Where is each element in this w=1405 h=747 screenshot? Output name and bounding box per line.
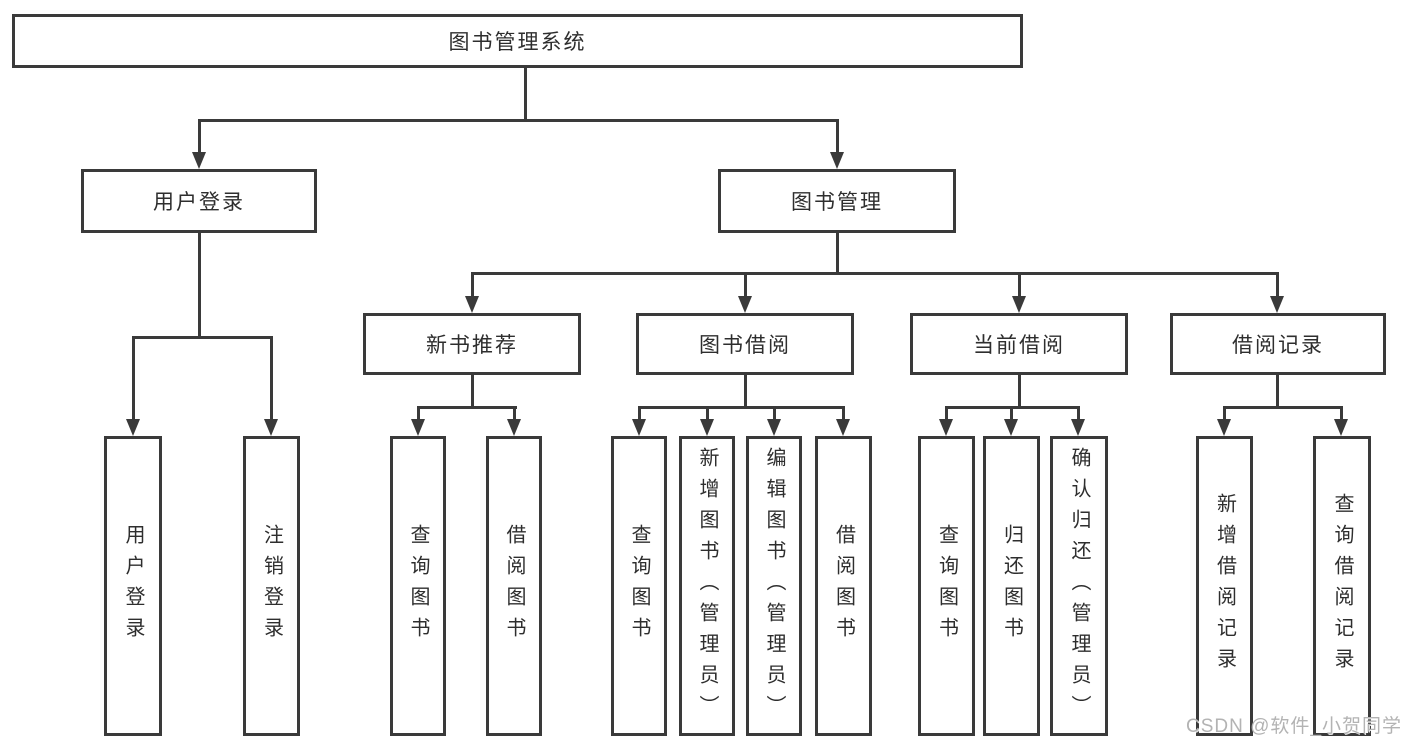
leaf-query-books-current: 查询图书 xyxy=(918,436,975,736)
node-label: 用户登录 xyxy=(122,524,144,648)
connector-line xyxy=(744,375,747,409)
connector-line xyxy=(198,119,201,153)
node-label: 新增借阅记录 xyxy=(1213,493,1236,679)
connector-line xyxy=(638,406,641,420)
node-label: 编辑图书（管理员） xyxy=(763,446,785,726)
connector-line xyxy=(773,406,776,420)
node-label: 确认归还（管理员） xyxy=(1068,446,1090,726)
connector-line xyxy=(417,406,420,420)
leaf-edit-books-admin: 编辑图书（管理员） xyxy=(746,436,802,736)
connector-line xyxy=(706,406,709,420)
connector-line xyxy=(1340,406,1343,420)
connector-line xyxy=(1077,406,1080,420)
csdn-watermark: CSDN @软件_小贺同学 xyxy=(1186,716,1402,737)
arrowhead-down-icon xyxy=(126,419,140,436)
connector-line xyxy=(270,336,273,420)
connector-line xyxy=(198,233,201,337)
leaf-borrow-books: 借阅图书 xyxy=(815,436,872,736)
connector-line xyxy=(132,336,135,420)
node-label: 新书推荐 xyxy=(426,334,518,357)
leaf-query-books-borrowing: 查询图书 xyxy=(611,436,667,736)
node-label: 借阅图书 xyxy=(503,524,525,648)
arrowhead-down-icon xyxy=(836,419,850,436)
connector-line xyxy=(132,336,273,339)
arrowhead-down-icon xyxy=(1334,419,1348,436)
node-label: 借阅图书 xyxy=(832,524,855,648)
leaf-add-borrow-record: 新增借阅记录 xyxy=(1196,436,1253,736)
connector-line xyxy=(744,272,747,298)
node-borrowing-records: 借阅记录 xyxy=(1170,313,1386,375)
arrowhead-down-icon xyxy=(192,152,206,169)
node-user-login: 用户登录 xyxy=(81,169,317,233)
node-current-borrowing: 当前借阅 xyxy=(910,313,1128,375)
node-label: 图书借阅 xyxy=(699,334,791,357)
arrowhead-down-icon xyxy=(632,419,646,436)
node-label: 图书管理系统 xyxy=(448,31,587,54)
node-book-borrowing: 图书借阅 xyxy=(636,313,854,375)
leaf-add-books-admin: 新增图书（管理员） xyxy=(679,436,735,736)
arrowhead-down-icon xyxy=(1217,419,1231,436)
node-label: 借阅记录 xyxy=(1232,334,1324,357)
node-label: 查询图书 xyxy=(407,524,429,648)
arrowhead-down-icon xyxy=(738,296,752,313)
node-label: 图书管理 xyxy=(791,191,883,214)
leaf-return-books: 归还图书 xyxy=(983,436,1040,736)
connector-line xyxy=(1276,375,1279,409)
arrowhead-down-icon xyxy=(1004,419,1018,436)
connector-line xyxy=(1018,272,1021,298)
connector-line xyxy=(471,375,474,409)
leaf-logout: 注销登录 xyxy=(243,436,300,736)
connector-line xyxy=(471,272,474,298)
node-label: 查询借阅记录 xyxy=(1331,493,1353,679)
arrowhead-down-icon xyxy=(700,419,714,436)
leaf-confirm-return-admin: 确认归还（管理员） xyxy=(1050,436,1108,736)
arrowhead-down-icon xyxy=(767,419,781,436)
leaf-query-books-recommend: 查询图书 xyxy=(390,436,446,736)
node-label: 新增图书（管理员） xyxy=(696,446,718,726)
node-label: 查询图书 xyxy=(935,524,958,648)
arrowhead-down-icon xyxy=(507,419,521,436)
connector-line xyxy=(842,406,845,420)
connector-line xyxy=(638,406,845,409)
connector-line xyxy=(945,406,948,420)
node-root-library-management-system: 图书管理系统 xyxy=(12,14,1023,68)
leaf-user-login: 用户登录 xyxy=(104,436,162,736)
arrowhead-down-icon xyxy=(1071,419,1085,436)
connector-line xyxy=(836,233,839,275)
connector-line xyxy=(836,119,839,153)
connector-line xyxy=(1018,375,1021,409)
connector-line xyxy=(1223,406,1343,409)
node-new-book-recommendation: 新书推荐 xyxy=(363,313,581,375)
connector-line xyxy=(513,406,516,420)
connector-line xyxy=(471,272,1279,275)
node-label: 用户登录 xyxy=(153,191,245,214)
connector-line xyxy=(1010,406,1013,420)
node-label: 归还图书 xyxy=(1000,524,1023,648)
connector-line xyxy=(198,119,838,122)
node-label: 注销登录 xyxy=(260,524,283,648)
node-label: 当前借阅 xyxy=(973,334,1065,357)
leaf-borrow-books-recommend: 借阅图书 xyxy=(486,436,542,736)
arrowhead-down-icon xyxy=(264,419,278,436)
node-label: 查询图书 xyxy=(628,524,650,648)
arrowhead-down-icon xyxy=(411,419,425,436)
connector-line xyxy=(524,68,527,121)
arrowhead-down-icon xyxy=(1012,296,1026,313)
arrowhead-down-icon xyxy=(1270,296,1284,313)
connector-line xyxy=(1223,406,1226,420)
arrowhead-down-icon xyxy=(830,152,844,169)
node-book-management: 图书管理 xyxy=(718,169,956,233)
arrowhead-down-icon xyxy=(939,419,953,436)
leaf-query-borrow-record: 查询借阅记录 xyxy=(1313,436,1371,736)
connector-line xyxy=(1276,272,1279,298)
connector-line xyxy=(417,406,517,409)
arrowhead-down-icon xyxy=(465,296,479,313)
